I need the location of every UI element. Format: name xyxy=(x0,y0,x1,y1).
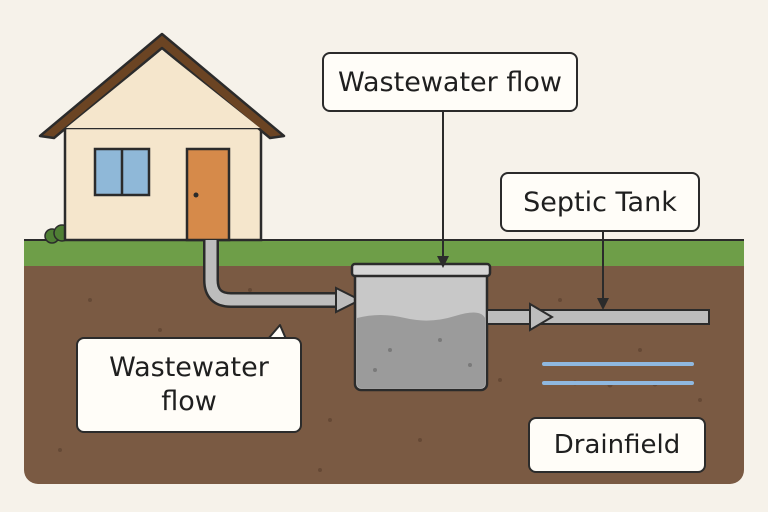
house xyxy=(38,32,286,242)
drainfield-label: Drainfield xyxy=(528,417,706,473)
tank-sludge xyxy=(357,312,485,388)
grass-strip xyxy=(24,240,744,266)
outlet-pipe xyxy=(486,309,710,325)
wastewater-flow-label-top: Wastewater flow xyxy=(322,52,578,112)
house-roof xyxy=(38,32,286,140)
house-door xyxy=(185,147,231,242)
inlet-arrow-icon xyxy=(335,286,363,314)
wastewater-flow-bubble: Wastewater flow xyxy=(76,337,302,433)
septic-tank-label: Septic Tank xyxy=(500,172,700,232)
tank-lid xyxy=(350,262,492,278)
house-gable xyxy=(66,50,260,128)
top-leader-arrow-icon xyxy=(437,256,449,268)
door-knob xyxy=(193,192,199,198)
tank-texture xyxy=(373,338,472,372)
drainfield-lines xyxy=(542,362,694,385)
inlet-pipe-fill xyxy=(205,240,340,306)
septic-tank xyxy=(350,262,492,392)
septic-leader-arrow-icon xyxy=(597,298,609,310)
outlet-arrow-icon xyxy=(529,302,554,332)
